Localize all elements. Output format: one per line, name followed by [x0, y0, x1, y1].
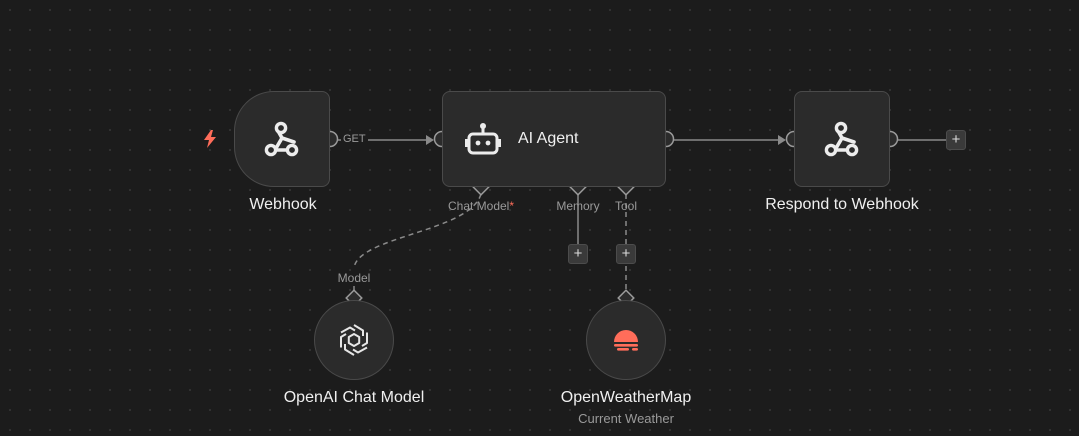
- arrow-head: [778, 135, 786, 145]
- respond-to-webhook-node[interactable]: [794, 91, 890, 187]
- robot-icon: [465, 123, 501, 155]
- tool-port-label: Tool: [614, 199, 638, 213]
- respond-to-webhook-title: Respond to Webhook: [765, 196, 919, 213]
- add-node-button[interactable]: +: [946, 130, 966, 150]
- add-memory-button[interactable]: +: [568, 244, 588, 264]
- webhook-title: Webhook: [249, 196, 317, 213]
- openai-chat-model-node[interactable]: [314, 300, 394, 380]
- webhook-node[interactable]: [234, 91, 330, 187]
- model-edge-label: Model: [337, 271, 371, 285]
- ai-agent-node[interactable]: [442, 91, 666, 187]
- get-edge-label: GET: [341, 133, 368, 145]
- openai-icon: [340, 324, 368, 356]
- arrow-head: [426, 135, 434, 145]
- openweathermap-title: OpenWeatherMap: [560, 389, 692, 406]
- webhook-icon: [264, 121, 299, 157]
- ai-agent-title: AI Agent: [518, 130, 579, 147]
- connection-model-agent[interactable]: [353, 193, 482, 269]
- weather-icon: [614, 330, 638, 351]
- openai-chat-model-title: OpenAI Chat Model: [283, 389, 425, 406]
- lightning-icon: [204, 130, 216, 148]
- openweathermap-subtitle: Current Weather: [578, 411, 674, 426]
- webhook-icon: [824, 121, 859, 157]
- openweathermap-node[interactable]: [586, 300, 666, 380]
- chat-model-port-label: Chat Model*: [447, 199, 515, 213]
- memory-port-label: Memory: [556, 199, 600, 213]
- add-tool-button[interactable]: +: [616, 244, 636, 264]
